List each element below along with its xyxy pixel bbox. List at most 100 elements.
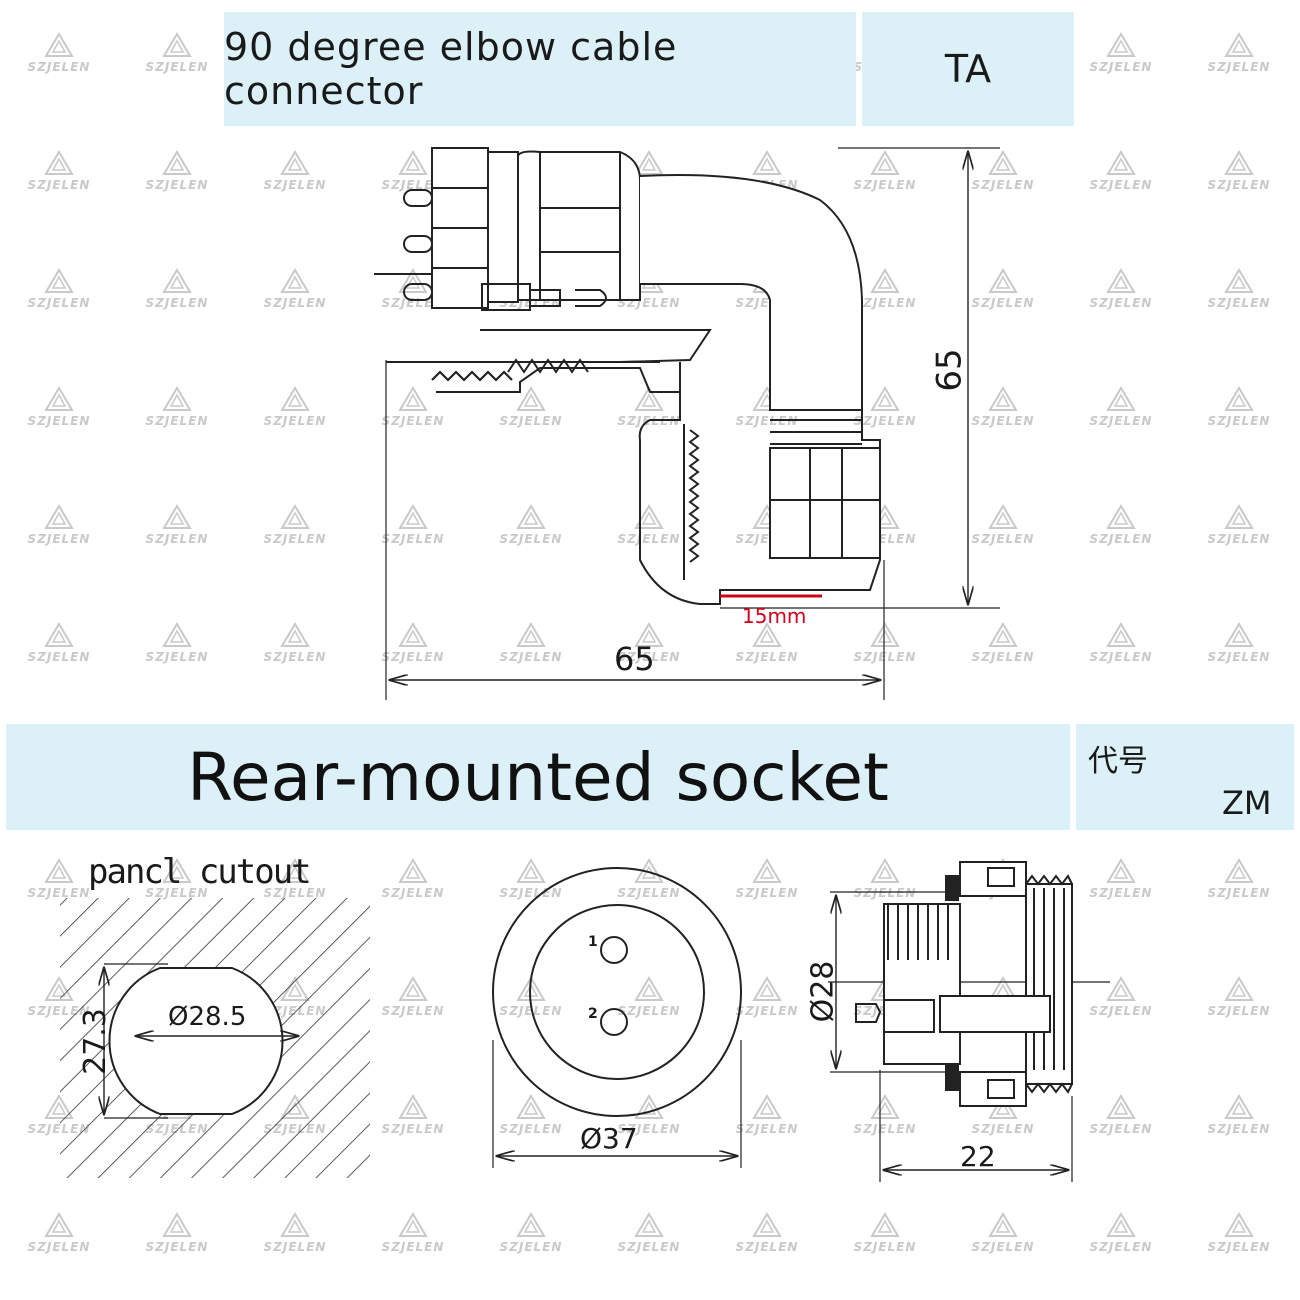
watermark-logo: SZJELEN — [1076, 268, 1166, 310]
watermark-logo: SZJELEN — [1076, 622, 1166, 664]
cutout-flat-label: 27.3 — [77, 1008, 113, 1075]
watermark-logo: SZJELEN — [1076, 858, 1166, 900]
watermark-logo: SZJELEN — [14, 150, 104, 192]
height-dimension-label: 65 — [929, 348, 970, 392]
watermark-logo: SZJELEN — [486, 1094, 576, 1136]
socket-code: ZM — [1222, 784, 1272, 822]
watermark-logo: SZJELEN — [368, 976, 458, 1018]
watermark-logo: SZJELEN — [722, 858, 812, 900]
watermark-logo: SZJELEN — [132, 386, 222, 428]
code-band — [862, 12, 1074, 126]
panel-cutout-label: pancl cutout — [88, 852, 312, 892]
watermark-logo: SZJELEN — [368, 504, 458, 546]
watermark-logo: SZJELEN — [14, 858, 104, 900]
watermark-logo: SZJELEN — [1194, 150, 1284, 192]
watermark-logo: SZJELEN — [1194, 858, 1284, 900]
cable-dimension-label: 15mm — [742, 604, 807, 628]
pin-1-label: 1 — [588, 934, 598, 950]
watermark-logo: SZJELEN — [368, 1212, 458, 1254]
watermark-logo: SZJELEN — [1194, 1094, 1284, 1136]
watermark-logo: SZJELEN — [1076, 504, 1166, 546]
watermark-logo: SZJELEN — [14, 622, 104, 664]
socket-side-view — [828, 861, 1110, 1182]
watermark-logo: SZJELEN — [604, 976, 694, 1018]
socket-title-band — [6, 724, 1070, 830]
pin-2-label: 2 — [588, 1006, 598, 1022]
watermark-logo: SZJELEN — [1076, 32, 1166, 74]
watermark-logo: SZJELEN — [132, 504, 222, 546]
watermark-logo: SZJELEN — [14, 268, 104, 310]
watermark-logo: SZJELEN — [14, 504, 104, 546]
watermark-logo: SZJELEN — [722, 622, 812, 664]
watermark-logo: SZJELEN — [132, 150, 222, 192]
watermark-logo: SZJELEN — [1194, 32, 1284, 74]
watermark-logo: SZJELEN — [604, 504, 694, 546]
watermark-logo: SZJELEN — [604, 622, 694, 664]
watermark-logo: SZJELEN — [1194, 386, 1284, 428]
watermark-logo: SZJELEN — [250, 858, 340, 900]
watermark-logo: SZJELEN — [250, 1212, 340, 1254]
watermark-logo: SZJELEN — [1076, 976, 1166, 1018]
watermark-logo: SZJELEN — [368, 150, 458, 192]
watermark-logo: SZJELEN — [958, 268, 1048, 310]
socket-title: Rear-mounted socket — [187, 738, 889, 816]
watermark-logo: SZJELEN — [840, 858, 930, 900]
watermark-logo: SZJELEN — [250, 504, 340, 546]
watermark-logo: SZJELEN — [840, 1094, 930, 1136]
watermark-logo: SZJELEN — [368, 858, 458, 900]
watermark-logo: SZJELEN — [368, 1094, 458, 1136]
panel-cutout-drawing — [60, 898, 370, 1178]
side-diameter-label: Ø28 — [805, 960, 841, 1023]
watermark-logo: SZJELEN — [368, 386, 458, 428]
watermark-logo: SZJELEN — [840, 1212, 930, 1254]
watermark-logo: SZJELEN — [132, 1212, 222, 1254]
watermark-logo: SZJELEN — [840, 150, 930, 192]
watermark-logo: SZJELEN — [1076, 386, 1166, 428]
watermark-logo: SZJELEN — [722, 1212, 812, 1254]
watermark-logo: SZJELEN — [250, 150, 340, 192]
socket-code-band — [1076, 724, 1294, 830]
side-length-label: 22 — [960, 1140, 996, 1173]
watermark-logo: SZJELEN — [1194, 976, 1284, 1018]
width-dimension-label: 65 — [614, 640, 655, 678]
watermark-logo: SZJELEN — [1194, 622, 1284, 664]
watermark-logo: SZJELEN — [722, 976, 812, 1018]
watermark-logo: SZJELEN — [250, 622, 340, 664]
watermark-logo: SZJELEN — [250, 386, 340, 428]
watermark-logo: SZJELEN — [250, 268, 340, 310]
watermark-logo: SZJELEN — [958, 386, 1048, 428]
watermark-logo: SZJELEN — [958, 1212, 1048, 1254]
watermark-logo: SZJELEN — [1194, 268, 1284, 310]
watermark-logo: SZJELEN — [14, 1212, 104, 1254]
watermark-logo: SZJELEN — [722, 1094, 812, 1136]
watermark-logo: SZJELEN — [132, 858, 222, 900]
watermark-logo: SZJELEN — [1076, 1212, 1166, 1254]
watermark-logo: SZJELEN — [604, 1094, 694, 1136]
watermark-logo: SZJELEN — [486, 1212, 576, 1254]
watermark-logo: SZJELEN — [1076, 150, 1166, 192]
watermark-logo: SZJELEN — [958, 150, 1048, 192]
watermark-logo: SZJELEN — [840, 386, 930, 428]
watermark-logo: SZJELEN — [1076, 1094, 1166, 1136]
socket-code-label: 代号 — [1088, 744, 1148, 779]
watermark-logo: SZJELEN — [368, 622, 458, 664]
page-title: 90 degree elbow cable connector — [224, 25, 678, 113]
elbow-connector-drawing — [374, 147, 1000, 700]
watermark-logo: SZJELEN — [958, 622, 1048, 664]
socket-front-view — [492, 867, 742, 1168]
watermark-logo: SZJELEN — [132, 622, 222, 664]
watermark-logo: SZJELEN — [132, 32, 222, 74]
watermark-logo: SZJELEN — [486, 622, 576, 664]
model-code: TA — [944, 47, 992, 91]
watermark-logo: SZJELEN — [14, 32, 104, 74]
watermark-logo: SZJELEN — [1194, 1212, 1284, 1254]
watermark-logo: SZJELEN — [1194, 504, 1284, 546]
watermark-logo: SZJELEN — [14, 386, 104, 428]
cutout-diameter-label: Ø28.5 — [168, 1002, 247, 1032]
watermark-logo: SZJELEN — [132, 268, 222, 310]
watermark-logo: SZJELEN — [604, 1212, 694, 1254]
watermark-logo: SZJELEN — [840, 268, 930, 310]
title-band — [224, 12, 856, 126]
front-diameter-label: Ø37 — [580, 1122, 638, 1155]
